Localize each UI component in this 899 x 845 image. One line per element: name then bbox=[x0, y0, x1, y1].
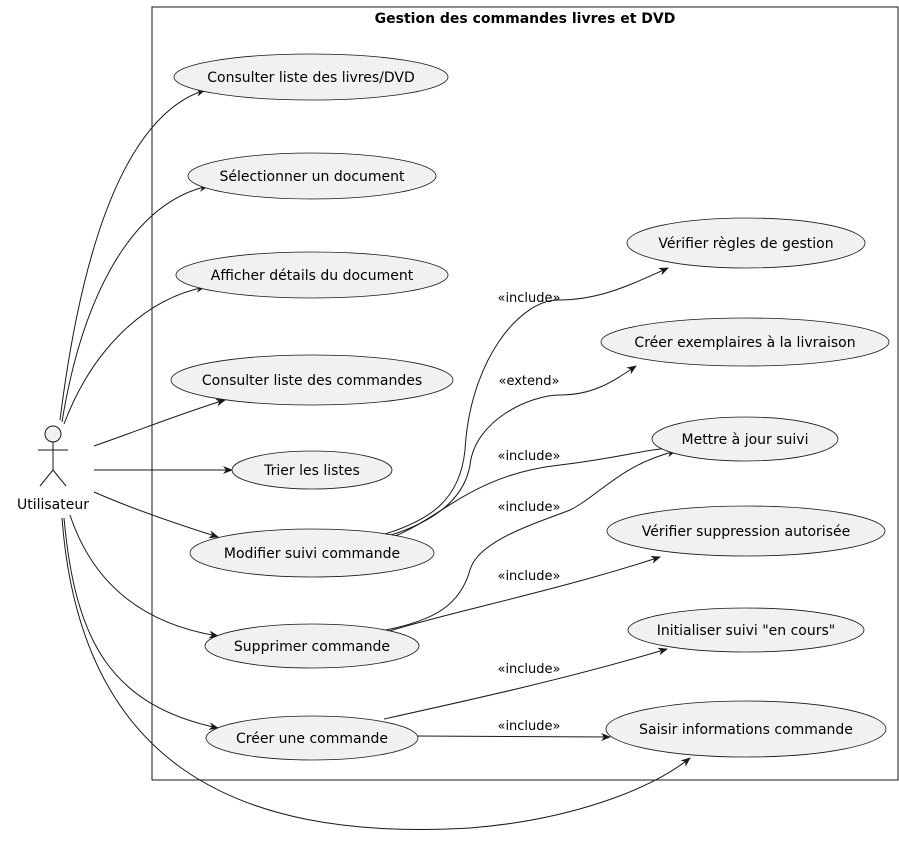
rel-modifier-regles bbox=[384, 267, 669, 535]
use-case-creer-commande[interactable]: Créer une commande bbox=[205, 715, 419, 761]
use-case-label: Créer exemplaires à la livraison bbox=[634, 335, 855, 351]
assoc-modifier-suivi bbox=[93, 491, 219, 539]
assoc-selectionner-document bbox=[61, 184, 209, 423]
rel-supprimer-maj bbox=[385, 449, 677, 631]
use-case-label: Modifier suivi commande bbox=[224, 546, 400, 562]
use-case-label: Saisir informations commande bbox=[639, 722, 853, 738]
assoc-afficher-details bbox=[63, 284, 206, 425]
label-include-verif: «include» bbox=[497, 569, 560, 584]
use-case-consulter-livres[interactable]: Consulter liste des livres/DVD bbox=[173, 53, 449, 101]
rel-modifier-exemplaires bbox=[387, 365, 637, 537]
use-case-supprimer-commande[interactable]: Supprimer commande bbox=[204, 623, 420, 669]
rel-creer-init bbox=[383, 647, 668, 720]
label-include-maj: «include» bbox=[497, 449, 560, 464]
use-case-label: Afficher détails du document bbox=[211, 268, 414, 284]
use-case-trier-listes[interactable]: Trier les listes bbox=[231, 450, 393, 490]
use-case-creer-exemplaires[interactable]: Créer exemplaires à la livraison bbox=[600, 317, 890, 367]
actor-name: Utilisateur bbox=[17, 497, 89, 513]
use-case-mettre-a-jour-suivi[interactable]: Mettre à jour suivi bbox=[651, 416, 839, 462]
use-case-label: Initialiser suivi "en cours" bbox=[657, 623, 835, 639]
use-case-label: Mettre à jour suivi bbox=[682, 432, 809, 448]
assoc-consulter-livres bbox=[59, 88, 206, 421]
use-case-selectionner-document[interactable]: Sélectionner un document bbox=[187, 152, 437, 200]
assoc-creer-commande bbox=[63, 517, 219, 731]
system-title: Gestion des commandes livres et DVD bbox=[375, 11, 676, 27]
use-case-label: Consulter liste des livres/DVD bbox=[207, 70, 414, 86]
rel-modifier-maj bbox=[389, 444, 677, 539]
use-case-label: Trier les listes bbox=[263, 463, 360, 479]
label-include-init: «include» bbox=[497, 662, 560, 677]
label-extend-exemplaires: «extend» bbox=[499, 374, 560, 389]
label-include-supprimer-maj: «include» bbox=[497, 500, 560, 515]
use-case-label: Vérifier règles de gestion bbox=[658, 236, 833, 252]
rel-creer-saisir bbox=[415, 732, 611, 741]
actor-head bbox=[44, 425, 62, 443]
use-case-afficher-details[interactable]: Afficher détails du document bbox=[175, 251, 449, 299]
use-case-modifier-suivi[interactable]: Modifier suivi commande bbox=[189, 528, 435, 578]
assoc-consulter-commandes bbox=[93, 398, 226, 447]
actor-right-leg bbox=[52, 469, 67, 487]
use-case-initialiser-suivi[interactable]: Initialiser suivi "en cours" bbox=[627, 607, 865, 653]
label-include-regles: «include» bbox=[497, 291, 560, 306]
use-case-label: Supprimer commande bbox=[234, 639, 390, 655]
rel-supprimer-verif bbox=[385, 556, 661, 633]
use-case-label: Créer une commande bbox=[236, 731, 388, 747]
use-case-label: Vérifier suppression autorisée bbox=[642, 524, 850, 540]
actor-left-leg bbox=[39, 469, 54, 487]
use-case-verifier-suppression[interactable]: Vérifier suppression autorisée bbox=[606, 505, 886, 557]
assoc-supprimer-commande bbox=[69, 514, 219, 639]
use-case-label: Sélectionner un document bbox=[219, 169, 405, 185]
use-case-label: Consulter liste des commandes bbox=[202, 373, 422, 389]
assoc-saisir-informations bbox=[61, 517, 691, 830]
use-case-verifier-regles[interactable]: Vérifier règles de gestion bbox=[626, 217, 866, 269]
actor-utilisateur[interactable]: Utilisateur bbox=[17, 425, 89, 513]
label-include-saisir: «include» bbox=[497, 719, 560, 734]
use-case-consulter-commandes[interactable]: Consulter liste des commandes bbox=[170, 354, 454, 406]
use-case-saisir-informations[interactable]: Saisir informations commande bbox=[605, 700, 887, 758]
